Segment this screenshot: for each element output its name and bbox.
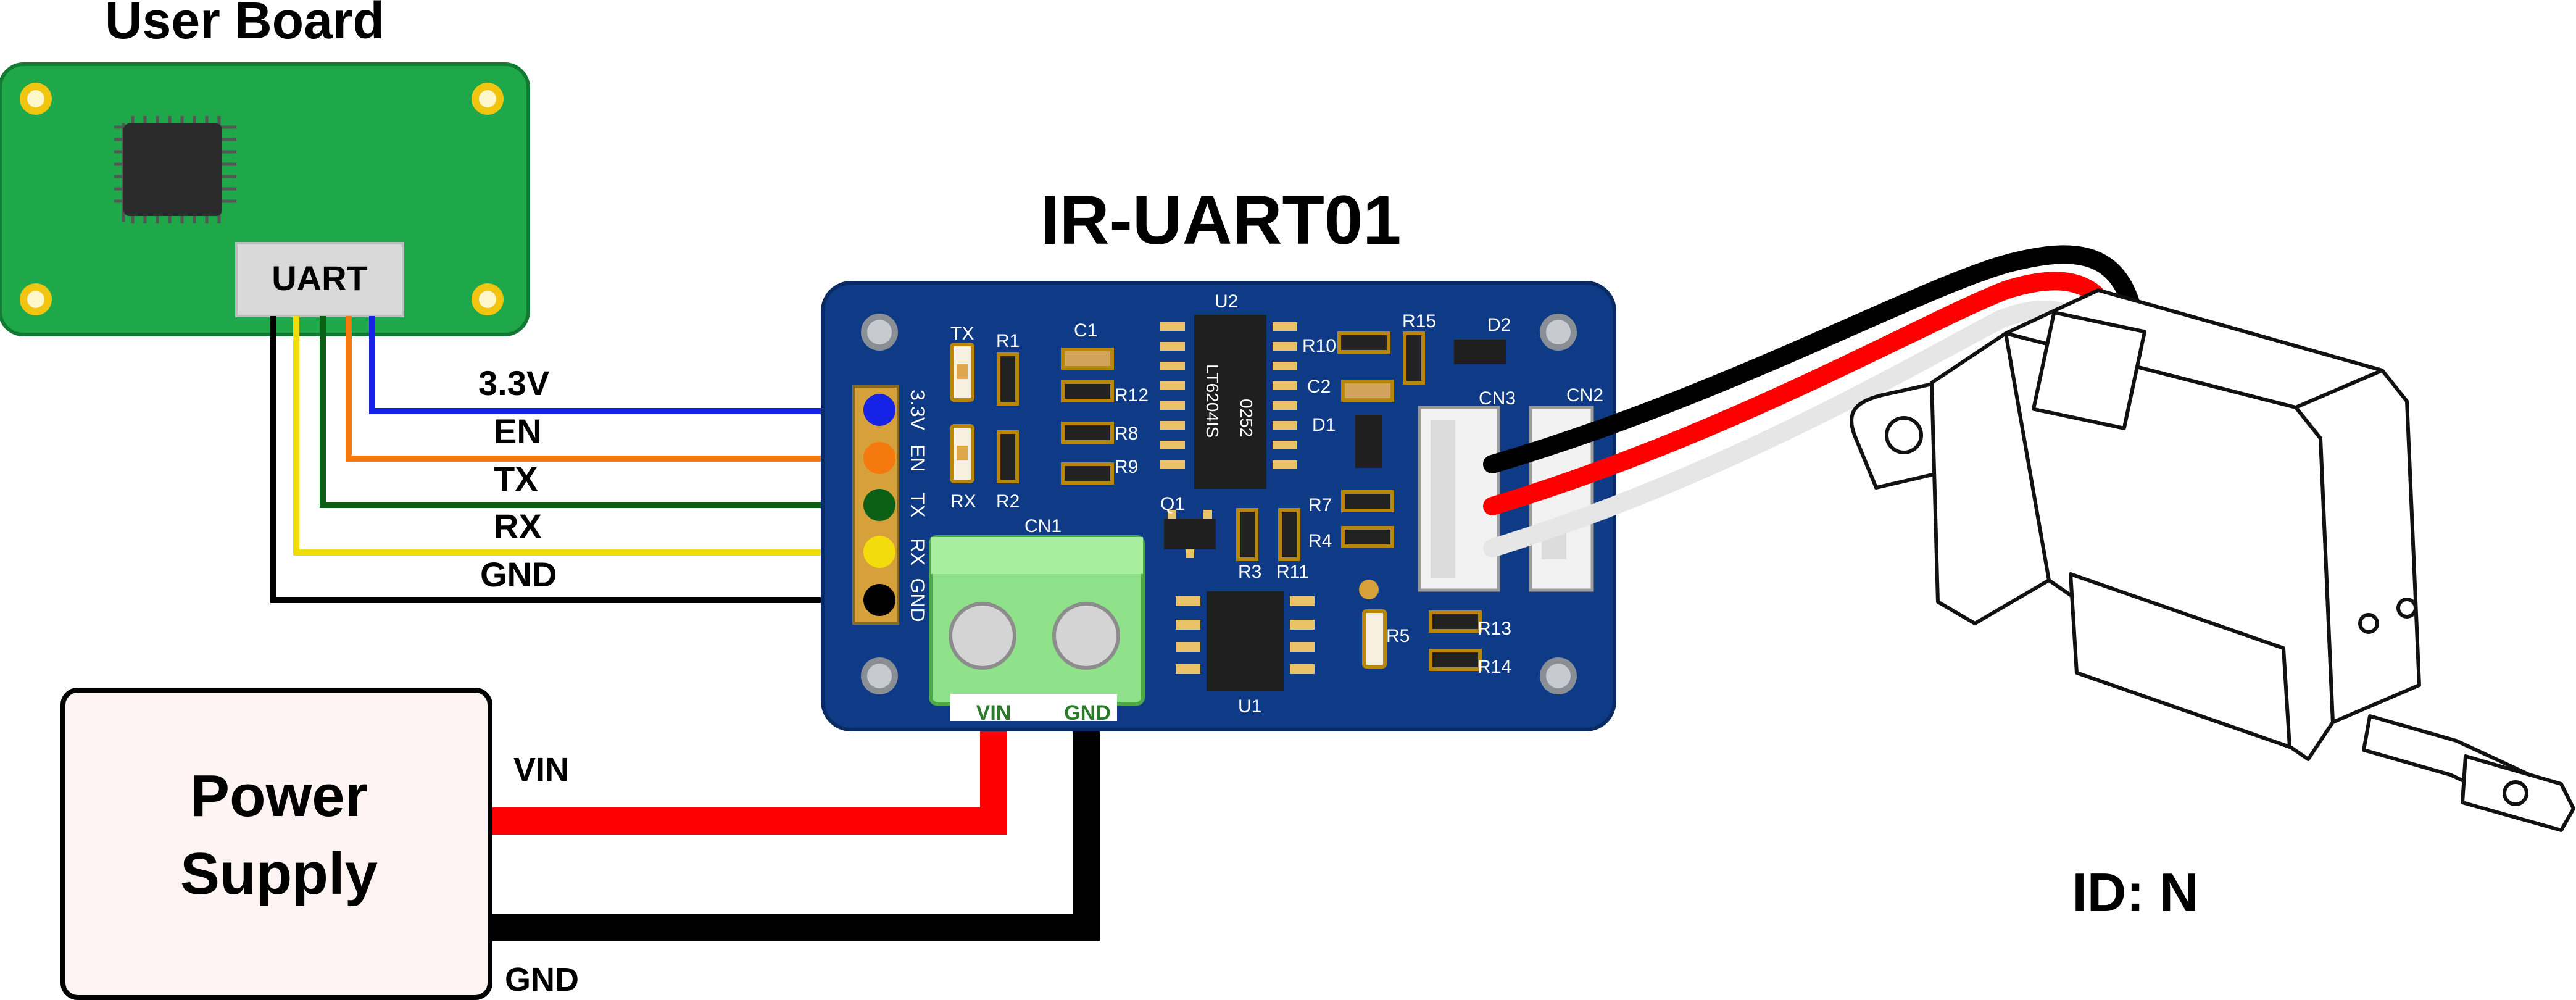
u2-marking-1: LT6204IS bbox=[1203, 364, 1222, 438]
silk-c2: C2 bbox=[1307, 377, 1331, 397]
servo-mount-hole bbox=[1885, 416, 1923, 454]
module-title: IR-UART01 bbox=[1041, 181, 1402, 259]
servo-id-label: ID: N bbox=[2072, 862, 2198, 923]
power-wire-vin bbox=[492, 725, 1007, 835]
silk-r13: R13 bbox=[1477, 619, 1511, 639]
power-supply-label-line1: Power bbox=[190, 763, 368, 829]
cn3-connector bbox=[1418, 406, 1500, 592]
cable-red-wire bbox=[1483, 272, 2126, 515]
power-label-gnd: GND bbox=[505, 961, 579, 998]
silk-r4: R4 bbox=[1308, 531, 1332, 551]
silk-r11: R11 bbox=[1276, 562, 1309, 582]
via-1 bbox=[1359, 580, 1379, 599]
servo-rod-end-hole bbox=[2503, 780, 2528, 806]
silk-r5: R5 bbox=[1386, 626, 1410, 646]
user-board-title: User Board bbox=[105, 0, 384, 49]
u2-marking-2: 0252 bbox=[1237, 399, 1256, 437]
pin-gnd bbox=[863, 584, 895, 616]
wire-label-en: EN bbox=[494, 412, 542, 451]
d2-diode bbox=[1454, 340, 1506, 364]
u2-chip bbox=[1160, 315, 1297, 489]
wire-en bbox=[346, 316, 876, 462]
silk-r15: R15 bbox=[1402, 311, 1436, 331]
pin-3v3 bbox=[863, 394, 895, 426]
servo-cable-entry bbox=[2032, 310, 2146, 430]
wire-gnd bbox=[270, 316, 876, 603]
silk-r14: R14 bbox=[1477, 657, 1511, 677]
u1-chip bbox=[1176, 591, 1315, 691]
uart-wires bbox=[270, 316, 876, 603]
pin-label-rx: RX bbox=[907, 538, 929, 565]
pin-label-3v3: 3.3V bbox=[907, 390, 929, 430]
silk-cn3: CN3 bbox=[1479, 388, 1516, 409]
servo-label-recess bbox=[2069, 572, 2291, 749]
tx-led bbox=[950, 343, 974, 402]
silk-u2: U2 bbox=[1215, 291, 1238, 312]
silk-r12: R12 bbox=[1115, 385, 1149, 406]
user-board: User Board UART bbox=[0, 0, 530, 336]
uart-port-label: UART bbox=[272, 259, 368, 298]
silk-r10: R10 bbox=[1302, 336, 1336, 356]
header-connector bbox=[852, 385, 899, 625]
silk-d1: D1 bbox=[1312, 415, 1336, 435]
mounting-hole-tr bbox=[472, 83, 504, 115]
cn1-terminal-block bbox=[929, 535, 1145, 721]
silk-u1: U1 bbox=[1238, 696, 1261, 717]
small-resistors bbox=[997, 331, 1482, 671]
microcontroller-chip bbox=[114, 116, 236, 223]
pin-en bbox=[863, 442, 895, 474]
servo-front-face bbox=[2294, 369, 2421, 724]
header-pin-labels: 3.3V EN TX RX GND bbox=[907, 390, 929, 622]
silk-r7: R7 bbox=[1308, 495, 1332, 515]
silk-q1: Q1 bbox=[1160, 494, 1185, 514]
uart-wire-labels: 3.3V EN TX RX GND bbox=[478, 364, 557, 594]
power-wire-gnd bbox=[492, 725, 1100, 941]
silkscreen-labels: TX RX R1 R2 C1 U2 R12 R8 R9 R10 C2 D1 R1… bbox=[950, 291, 1603, 717]
mounting-hole-tl bbox=[20, 83, 52, 115]
linear-servo bbox=[1850, 288, 2575, 832]
terminal-label-vin: VIN bbox=[976, 701, 1012, 725]
silk-rx: RX bbox=[950, 491, 976, 512]
silk-r8: R8 bbox=[1115, 423, 1138, 444]
silk-cn2: CN2 bbox=[1566, 385, 1603, 406]
wire-rx bbox=[293, 316, 876, 556]
rx-led bbox=[950, 424, 974, 483]
power-supply: Power Supply VIN GND bbox=[60, 688, 1100, 1000]
pin-rx bbox=[863, 536, 895, 568]
silk-c1: C1 bbox=[1074, 320, 1097, 341]
terminal-label-gnd: GND bbox=[1064, 701, 1111, 725]
silk-tx: TX bbox=[950, 323, 974, 344]
power-label-vin: VIN bbox=[513, 751, 569, 788]
silk-r2: R2 bbox=[996, 491, 1020, 512]
pin-tx bbox=[863, 489, 895, 521]
mounting-hole-bl bbox=[20, 283, 52, 315]
silk-r1: R1 bbox=[996, 331, 1020, 351]
power-supply-label-line2: Supply bbox=[180, 841, 378, 907]
pin-label-tx: TX bbox=[907, 493, 929, 518]
pin-label-gnd: GND bbox=[907, 578, 929, 622]
wire-label-3v3: 3.3V bbox=[478, 364, 549, 402]
wire-tx bbox=[320, 316, 876, 508]
silk-r3: R3 bbox=[1238, 562, 1261, 582]
wire-label-tx: TX bbox=[494, 459, 538, 498]
mounting-hole-br bbox=[472, 283, 504, 315]
cable-black-wire bbox=[1483, 245, 2148, 473]
servo-screw-2 bbox=[2396, 598, 2417, 619]
power-supply-box bbox=[60, 688, 492, 1000]
module-mounting-holes bbox=[861, 314, 1577, 694]
servo-screw-1 bbox=[2358, 613, 2379, 634]
q1-transistor bbox=[1164, 510, 1216, 558]
wire-label-rx: RX bbox=[494, 507, 542, 546]
wire-3v3 bbox=[369, 316, 876, 414]
pin-label-en: EN bbox=[907, 444, 929, 472]
silk-d2: D2 bbox=[1487, 315, 1511, 335]
silk-cn1: CN1 bbox=[1024, 516, 1062, 536]
silk-r9: R9 bbox=[1115, 457, 1138, 477]
d1-diode bbox=[1355, 415, 1382, 468]
wire-label-gnd: GND bbox=[480, 555, 557, 594]
